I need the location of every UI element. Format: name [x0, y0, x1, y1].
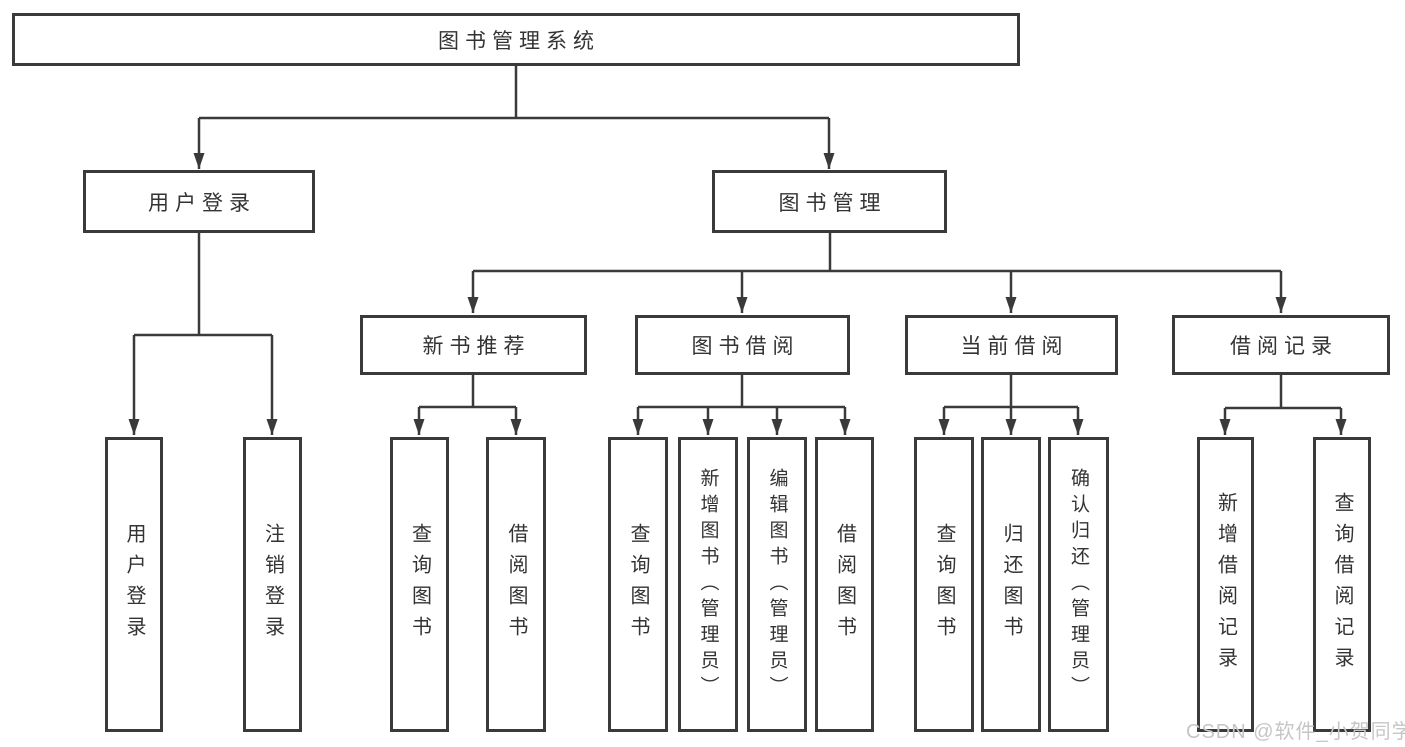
node-user-login: 用户登录 [83, 170, 315, 233]
leaf-query-books-current: 查询图书 [914, 437, 974, 732]
leaf-query-books-borrow: 查询图书 [608, 437, 668, 732]
leaf-query-books-recommend: 查询图书 [390, 437, 449, 732]
leaf-borrow-books-recommend: 借阅图书 [486, 437, 546, 732]
node-book-borrowing: 图书借阅 [635, 315, 850, 375]
leaf-query-borrow-record: 查询借阅记录 [1313, 437, 1371, 732]
node-new-book-recommendation: 新书推荐 [360, 315, 587, 375]
node-root: 图书管理系统 [12, 13, 1020, 66]
leaf-user-login: 用户登录 [105, 437, 163, 732]
leaf-return-books: 归还图书 [981, 437, 1041, 732]
leaf-edit-book-admin: 编辑图书（管理员） [747, 437, 807, 732]
leaf-confirm-return-admin: 确认归还（管理员） [1048, 437, 1109, 732]
leaf-add-book-admin: 新增图书（管理员） [678, 437, 738, 732]
leaf-borrow-books: 借阅图书 [815, 437, 874, 732]
node-book-management: 图书管理 [712, 170, 947, 233]
node-borrowing-records: 借阅记录 [1172, 315, 1390, 375]
csdn-watermark: CSDN @软件_小贺同学 [1186, 721, 1405, 743]
leaf-logout: 注销登录 [243, 437, 302, 732]
node-current-borrowing: 当前借阅 [905, 315, 1118, 375]
leaf-add-borrow-record: 新增借阅记录 [1197, 437, 1254, 732]
